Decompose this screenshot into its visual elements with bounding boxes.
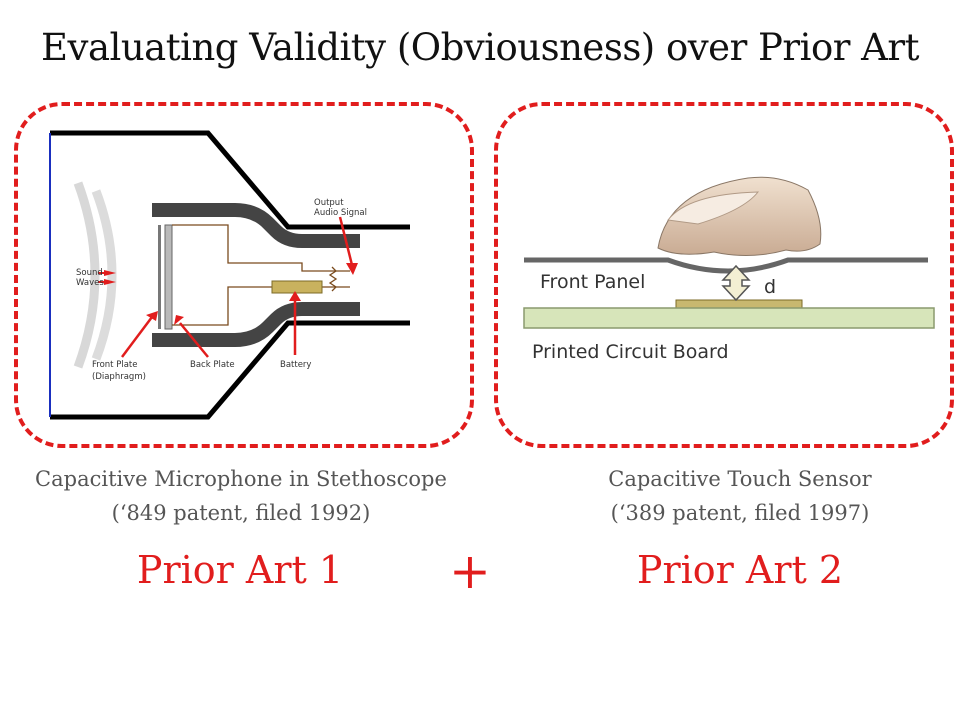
battery bbox=[271, 280, 323, 294]
plus-sign: + bbox=[449, 542, 491, 600]
fingernail bbox=[667, 191, 760, 225]
housing-outline-top bbox=[50, 130, 410, 230]
front-plate bbox=[158, 225, 161, 329]
capsule-tube-top bbox=[152, 203, 360, 248]
sound-wave-arc bbox=[73, 181, 100, 369]
back-plate bbox=[164, 224, 173, 330]
prior-art-2-frame bbox=[494, 102, 954, 448]
label-back-plate: Back Plate bbox=[190, 360, 235, 370]
prior-art-1-label: Prior Art 1 bbox=[136, 548, 344, 592]
resistor bbox=[328, 266, 338, 292]
label-distance: d bbox=[764, 276, 776, 298]
front-panel bbox=[524, 257, 928, 274]
finger bbox=[657, 176, 822, 257]
back-plate-pointer bbox=[179, 322, 209, 358]
distance-arrow bbox=[721, 264, 751, 302]
printed-circuit-board bbox=[523, 307, 935, 329]
battery-pointer-head bbox=[289, 291, 301, 301]
sound-arrow bbox=[104, 279, 116, 285]
front-plate-pointer-head bbox=[146, 311, 158, 321]
prior-art-1-caption: Capacitive Microphone in Stethoscope (‘8… bbox=[6, 462, 476, 530]
wire-top bbox=[172, 224, 350, 272]
wire-bottom bbox=[172, 286, 272, 326]
output-pointer bbox=[338, 216, 354, 266]
caption-title: Capacitive Touch Sensor bbox=[608, 467, 872, 491]
sound-arrow bbox=[104, 270, 116, 276]
prior-art-1-frame bbox=[14, 102, 474, 448]
front-plate-pointer bbox=[121, 316, 153, 358]
prior-art-2-caption: Capacitive Touch Sensor (‘389 patent, fi… bbox=[505, 462, 960, 530]
label-front-panel: Front Panel bbox=[540, 271, 645, 293]
label-front-plate: Front Plate(Diaphragm) bbox=[92, 360, 146, 382]
sensor-electrode bbox=[675, 299, 803, 309]
output-pointer-head bbox=[346, 263, 358, 275]
touch-sensor-diagram: Front Panel d Printed Circuit Board bbox=[523, 176, 935, 363]
back-plate-pointer-head bbox=[174, 315, 184, 325]
housing-outline-bottom bbox=[50, 320, 410, 420]
slide-title: Evaluating Validity (Obviousness) over P… bbox=[41, 26, 919, 69]
caption-title: Capacitive Microphone in Stethoscope bbox=[35, 467, 447, 491]
caption-patent: (‘389 patent, filed 1997) bbox=[610, 501, 870, 525]
label-battery: Battery bbox=[280, 360, 311, 370]
prior-art-2-label: Prior Art 2 bbox=[636, 548, 844, 592]
sound-wave-arc bbox=[91, 189, 117, 361]
label-pcb: Printed Circuit Board bbox=[532, 341, 729, 363]
caption-patent: (‘849 patent, filed 1992) bbox=[111, 501, 371, 525]
